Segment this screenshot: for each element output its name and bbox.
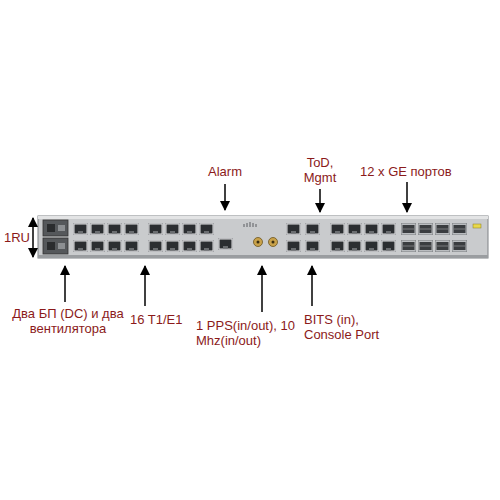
chassis (38, 216, 488, 258)
alarm-port (218, 238, 233, 250)
callout-label: 12 x GE портов (360, 164, 452, 179)
logo-mark (244, 222, 256, 227)
leader-arrows (33, 182, 407, 312)
callout-label: 16 T1/E1 (130, 312, 183, 327)
callout-label: ToD, Mgmt (298, 155, 342, 185)
status-led (473, 224, 481, 228)
callout-label: 1RU (4, 230, 30, 245)
mgmt-ports (286, 223, 320, 252)
ge-copper-ports (330, 223, 396, 252)
coax-connectors (254, 238, 278, 247)
callout-label: BITS (in), Console Port (304, 312, 396, 342)
callout-label: Два БП (DC) и два вентилятора (12, 306, 124, 336)
t1e1-ports (73, 223, 214, 252)
ge-sfp-ports (401, 223, 467, 252)
callout-label: 1 PPS(in/out), 10 Mhz(in/out) (196, 318, 298, 348)
power-modules (43, 220, 68, 254)
callout-label: Alarm (200, 164, 250, 179)
